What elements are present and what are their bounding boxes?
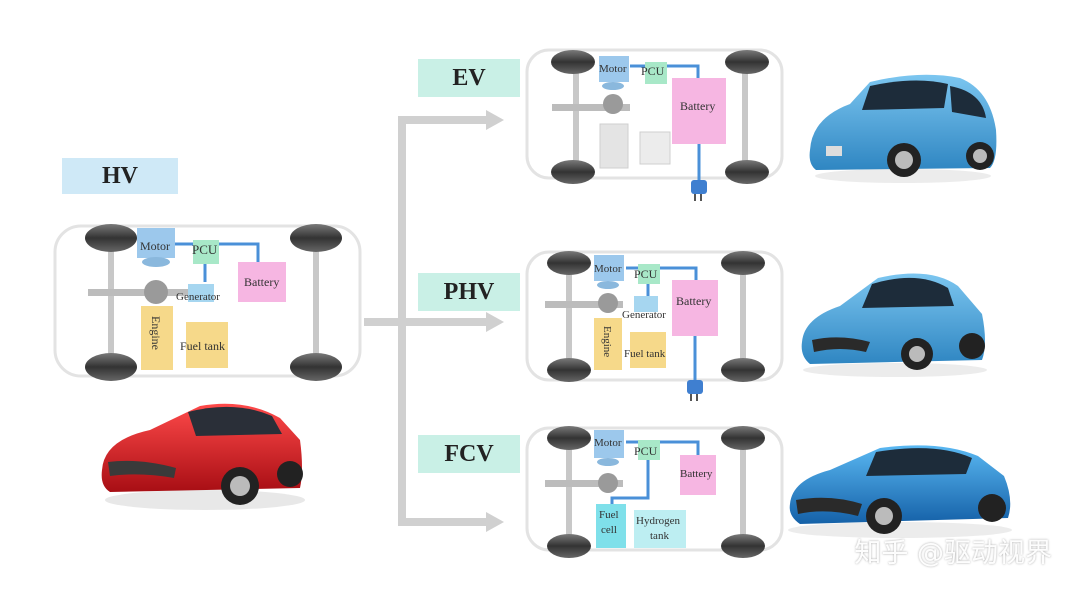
- ev-battery-label: Battery: [680, 99, 715, 113]
- phv-battery-label: Battery: [676, 294, 711, 308]
- fcv-chassis: Motor PCU Battery Fuel cell Hydrogen tan…: [525, 426, 784, 558]
- hv-pcu-label: PCU: [192, 242, 218, 257]
- fcv-fuel-cell-label-2: cell: [601, 524, 617, 536]
- hv-battery-label: Battery: [244, 275, 279, 289]
- phv-label: PHV: [418, 273, 520, 311]
- phv-motor-label: Motor: [594, 263, 622, 275]
- hv-fuel-tank-label: Fuel tank: [180, 339, 225, 353]
- phv-pcu-label: PCU: [634, 267, 658, 281]
- watermark: 知乎 @驱动视界: [854, 538, 1052, 569]
- plug-icon: [691, 180, 707, 194]
- phv-engine-label: Engine: [601, 326, 613, 357]
- tire: [85, 224, 342, 381]
- hv-engine-label: Engine: [149, 316, 163, 350]
- ev-chassis: Motor PCU Battery: [525, 48, 784, 201]
- phv-car-image: [801, 273, 987, 377]
- fcv-car-image: [788, 445, 1012, 538]
- hv-generator-label: Generator: [176, 291, 220, 303]
- branch-arrows: [364, 110, 504, 532]
- ev-pcu-label: PCU: [641, 64, 665, 78]
- hv-motor-label: Motor: [140, 239, 170, 253]
- ev-label: EV: [418, 59, 520, 97]
- ev-motor-label: Motor: [599, 63, 627, 75]
- hv-car-image: [101, 403, 305, 510]
- phv-fuel-tank-label: Fuel tank: [624, 348, 666, 360]
- hv-chassis: Motor PCU Battery Generator Engine Fuel …: [53, 224, 362, 381]
- fcv-fuel-cell-label-1: Fuel: [599, 509, 619, 521]
- phv-generator-label: Generator: [622, 309, 666, 321]
- phv-chassis: Motor PCU Generator Battery Engine Fuel …: [525, 250, 784, 401]
- fcv-motor-label: Motor: [594, 437, 622, 449]
- hv-label: HV: [62, 158, 178, 194]
- plug-icon: [687, 380, 703, 394]
- fcv-hydrogen-tank-label-2: tank: [650, 530, 669, 542]
- ev-car-image: [809, 74, 997, 183]
- fcv-label: FCV: [418, 435, 520, 473]
- fcv-hydrogen-tank-label-1: Hydrogen: [636, 515, 680, 527]
- fcv-pcu-label: PCU: [634, 444, 658, 458]
- fcv-battery-label: Battery: [680, 468, 713, 480]
